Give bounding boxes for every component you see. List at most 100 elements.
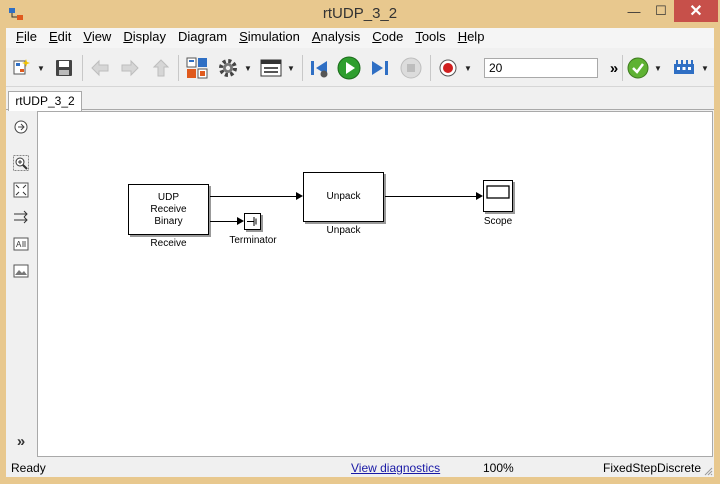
image-icon xyxy=(13,264,29,278)
toolbar-separator xyxy=(430,55,431,81)
toolbar-separator xyxy=(178,55,179,81)
scope-block[interactable] xyxy=(483,180,513,212)
menu-code[interactable]: Code xyxy=(372,29,404,44)
signal-line-receive-to-unpack[interactable] xyxy=(210,196,296,197)
simulink-app-icon xyxy=(9,8,23,20)
save-button[interactable] xyxy=(52,57,76,79)
fit-to-view-button[interactable] xyxy=(12,181,30,199)
model-explorer-dropdown[interactable]: ▼ xyxy=(287,63,295,73)
build-icon xyxy=(674,60,694,74)
step-forward-button[interactable] xyxy=(367,57,393,79)
signal-arrow-head xyxy=(237,217,244,225)
library-browser-button[interactable] xyxy=(184,57,210,79)
step-back-icon xyxy=(311,61,328,78)
resize-grip-icon[interactable] xyxy=(703,466,713,476)
tab-rtudp-3-2[interactable]: rtUDP_3_2 xyxy=(8,91,82,111)
udp-receive-label[interactable]: Receive xyxy=(150,238,187,249)
stop-time-input[interactable] xyxy=(484,58,598,78)
toolbar-separator xyxy=(622,55,623,81)
signal-arrows-icon xyxy=(14,210,28,224)
unpack-block[interactable]: Unpack xyxy=(303,172,384,222)
model-tab-strip: rtUDP_3_2 xyxy=(6,88,714,111)
annotation-button[interactable]: A xyxy=(12,235,30,253)
signal-line-receive-to-terminator[interactable] xyxy=(210,221,237,222)
scope-label[interactable]: Scope xyxy=(483,216,513,227)
menu-view[interactable]: View xyxy=(83,29,112,44)
check-icon xyxy=(627,57,649,79)
expand-palette-button[interactable]: » xyxy=(16,432,26,450)
model-explorer-icon xyxy=(260,59,282,77)
record-icon xyxy=(439,59,457,77)
model-explorer-button[interactable] xyxy=(259,57,283,79)
menu-analysis[interactable]: Analysis xyxy=(311,29,361,44)
stop-button[interactable] xyxy=(398,57,424,79)
close-button[interactable]: ✕ xyxy=(674,0,718,22)
model-config-button[interactable] xyxy=(216,57,240,79)
terminator-icon xyxy=(247,217,257,226)
back-button[interactable] xyxy=(88,57,112,79)
terminator-block[interactable] xyxy=(244,213,261,230)
arrow-right-icon xyxy=(121,59,139,77)
step-back-button[interactable] xyxy=(306,57,332,79)
udp-receive-block[interactable]: UDP Receive Binary xyxy=(128,184,209,235)
model-advisor-button[interactable] xyxy=(626,57,650,79)
solver-name[interactable]: FixedStepDiscrete xyxy=(603,461,702,475)
title-bar[interactable]: rtUDP_3_2 — ☐ ✕ xyxy=(0,0,720,28)
fit-to-view-icon xyxy=(13,182,29,198)
build-model-button[interactable] xyxy=(671,57,697,79)
up-button[interactable] xyxy=(149,57,173,79)
status-text: Ready xyxy=(11,461,46,475)
record-dropdown[interactable]: ▼ xyxy=(464,63,472,73)
library-browser-icon xyxy=(186,57,208,79)
minimize-button[interactable]: — xyxy=(627,3,641,19)
signal-line-unpack-to-scope[interactable] xyxy=(385,196,476,197)
model-advisor-dropdown[interactable]: ▼ xyxy=(654,63,662,73)
toolbar-separator xyxy=(302,55,303,81)
image-button[interactable] xyxy=(12,262,30,280)
svg-text:A: A xyxy=(16,240,22,249)
menu-file[interactable]: File xyxy=(16,29,37,44)
model-canvas[interactable]: UDP Receive Binary Receive Terminator Un… xyxy=(37,111,713,457)
status-bar: Ready View diagnostics 100% FixedStepDis… xyxy=(6,458,714,477)
build-dropdown[interactable]: ▼ xyxy=(701,63,709,73)
scope-screen-icon xyxy=(486,185,510,199)
terminator-label[interactable]: Terminator xyxy=(229,235,277,246)
signal-arrow-head xyxy=(296,192,303,200)
menu-simulation[interactable]: Simulation xyxy=(239,29,300,44)
hide-browser-button[interactable] xyxy=(12,118,30,136)
record-button[interactable] xyxy=(436,57,460,79)
toolbar: ▼ xyxy=(6,49,714,87)
menu-tools[interactable]: Tools xyxy=(415,29,446,44)
save-icon xyxy=(56,60,72,76)
arrow-up-icon xyxy=(152,59,170,77)
menu-edit[interactable]: Edit xyxy=(48,29,72,44)
forward-button[interactable] xyxy=(118,57,142,79)
stop-icon xyxy=(400,57,422,79)
new-model-button[interactable] xyxy=(10,57,34,79)
zoom-button[interactable] xyxy=(12,154,30,172)
play-icon xyxy=(337,56,361,80)
maximize-button[interactable]: ☐ xyxy=(655,3,667,18)
signal-routing-button[interactable] xyxy=(12,208,30,226)
zoom-level: 100% xyxy=(483,461,514,475)
window-title: rtUDP_3_2 xyxy=(322,5,398,22)
model-config-dropdown[interactable]: ▼ xyxy=(244,63,252,73)
menu-bar: File Edit View Display Diagram Simulatio… xyxy=(6,28,714,48)
view-diagnostics-link[interactable]: View diagnostics xyxy=(351,461,441,475)
new-model-dropdown[interactable]: ▼ xyxy=(37,63,45,73)
arrow-left-icon xyxy=(91,59,109,77)
step-forward-icon xyxy=(372,61,388,75)
menu-help[interactable]: Help xyxy=(457,29,485,44)
menu-display[interactable]: Display xyxy=(123,29,166,44)
menu-diagram[interactable]: Diagram xyxy=(177,29,228,44)
unpack-label[interactable]: Unpack xyxy=(326,225,361,236)
run-button[interactable] xyxy=(336,56,362,80)
more-tools-button[interactable]: » xyxy=(609,59,619,77)
new-model-icon xyxy=(13,59,30,75)
browser-toggle-icon xyxy=(14,120,28,134)
toolbar-separator xyxy=(82,55,83,81)
zoom-in-icon xyxy=(13,155,29,171)
client-area: File Edit View Display Diagram Simulatio… xyxy=(6,28,714,477)
tool-palette: A » xyxy=(6,111,36,456)
